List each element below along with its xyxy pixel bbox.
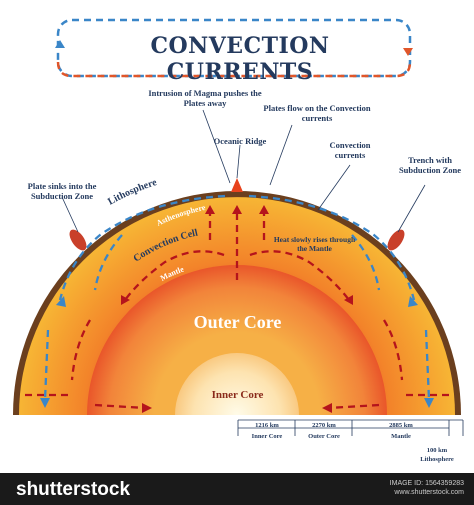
scale-inner-label: Inner Core [251,433,283,440]
plates-flow-label: Plates flow on the Convection currents [263,103,371,123]
earth-cross-section: Lithosphere Asthenosphere Convection Cel… [13,109,464,436]
footer-bar: shutterstock IMAGE ID: 1564359283 www.sh… [0,473,474,505]
footer-image-id: IMAGE ID: 1564359283 www.shutterstock.co… [390,479,464,497]
plate-sinks-label: Plate sinks into the Subduction Zone [27,181,97,201]
title-banner-arrows [55,18,413,78]
inner-core-layer [175,353,299,415]
page-title: CONVECTION CURRENTS [150,33,330,85]
scale-mantle-label: Mantle [391,433,411,440]
outer-core-layer [87,265,387,415]
footer-logo: shutterstock [16,479,131,500]
heat-rises-label: Heat slowly rises through the Mantle [273,235,356,253]
scale-outer-km: 2270 km [312,422,336,429]
scale-mantle-km: 2885 km [389,422,413,429]
intrusion-label: Intrusion of Magma pushes the Plates awa… [148,88,262,108]
scale-lithosphere-km: 100 km [426,447,448,454]
footer-image-id-text: IMAGE ID: 1564359283 [389,480,464,487]
scale-outer-label: Outer Core [308,433,340,440]
footer-site-text: www.shutterstock.com [394,489,464,496]
outer-core-label: Outer Core [193,312,282,332]
trench-label: Trench with Subduction Zone [398,155,462,175]
inner-core-label: Inner Core [211,389,264,401]
scale-inner-km: 1216 km [255,422,279,429]
scale-lithosphere-label: Lithosphere [420,456,454,463]
convection-currents-label: Convection currents [329,140,371,160]
oceanic-ridge-label: Oceanic Ridge [213,136,267,146]
